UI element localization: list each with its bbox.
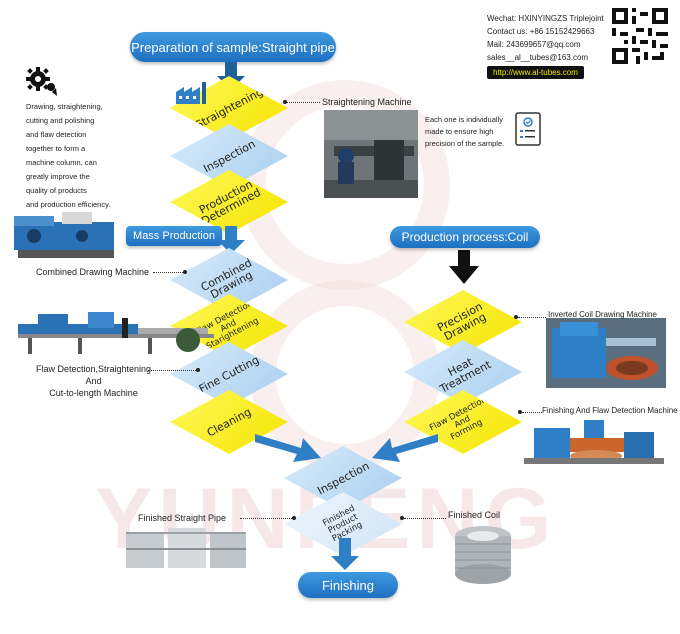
- arrow-down-icon: [449, 250, 479, 284]
- leader-line: [148, 370, 196, 371]
- leader-line: [286, 102, 320, 103]
- finishing-header: Finishing: [298, 572, 398, 598]
- contact-block: Wechat: HXINYINGZS Triplejoint Contact u…: [487, 12, 604, 79]
- factory-icon: [176, 82, 206, 104]
- sample-header: Preparation of sample:Straight pipe: [130, 32, 336, 62]
- contact-sales: sales__al__tubes@163.com: [487, 53, 589, 62]
- contact-mail: Mail: 243699657@qq.com: [487, 40, 581, 49]
- finishing-flaw-machine-photo: [524, 414, 664, 470]
- leader-dot: [183, 270, 187, 274]
- leader-dot: [283, 100, 287, 104]
- leader-line: [153, 272, 183, 273]
- leader-dot: [518, 410, 522, 414]
- leader-dot: [292, 516, 296, 520]
- mass-production-header: Mass Production: [126, 226, 222, 246]
- contact-wechat: Wechat: HXINYINGZS Triplejoint: [487, 14, 604, 23]
- gear-icon: [26, 67, 57, 96]
- straightening-machine-photo: [324, 110, 418, 198]
- intro-text: Drawing, straightening, cutting and poli…: [26, 102, 111, 209]
- combined-drawing-machine-photo: [8, 208, 124, 266]
- website-link[interactable]: http://www.al-tubes.com: [487, 66, 584, 79]
- flaw-cut-machine-label: Flaw Detection,Straightening And Cut-to-…: [36, 364, 152, 398]
- contact-phone: Contact us: +86 15152429663: [487, 27, 595, 36]
- leader-dot: [196, 368, 200, 372]
- inverted-coil-machine-photo: [546, 318, 666, 388]
- arrow-converge-left-icon: [255, 434, 321, 462]
- leader-dot: [400, 516, 404, 520]
- leader-line: [404, 518, 446, 519]
- qr-code-icon: [612, 8, 668, 64]
- leader-line: [518, 317, 546, 318]
- flaw-cut-machine-photo: [18, 306, 214, 358]
- combined-drawing-machine-label: Combined Drawing Machine: [36, 267, 150, 277]
- finished-coil-photo: [448, 522, 518, 586]
- arrow-down-icon: [217, 226, 245, 254]
- finished-coil-label: Finished Coil: [448, 510, 501, 520]
- straightening-machine-label: Straightening Machine: [322, 97, 412, 107]
- leader-dot: [514, 315, 518, 319]
- inverted-coil-label: Inverted Coil Drawing Machine: [548, 310, 657, 319]
- arrow-converge-right-icon: [372, 434, 438, 462]
- finished-straight-pipe-photo: [122, 522, 250, 574]
- checklist-icon: [515, 112, 541, 146]
- sample-note: Each one is individually made to ensure …: [425, 115, 505, 148]
- finishing-flaw-label: Finishing And Flaw Detection Machine: [542, 406, 678, 415]
- finished-straight-pipe-label: Finished Straight Pipe: [138, 513, 227, 523]
- coil-header: Production process:Coil: [390, 226, 540, 248]
- leader-line: [240, 518, 292, 519]
- leader-line: [522, 412, 542, 413]
- arrow-down-icon: [331, 538, 359, 570]
